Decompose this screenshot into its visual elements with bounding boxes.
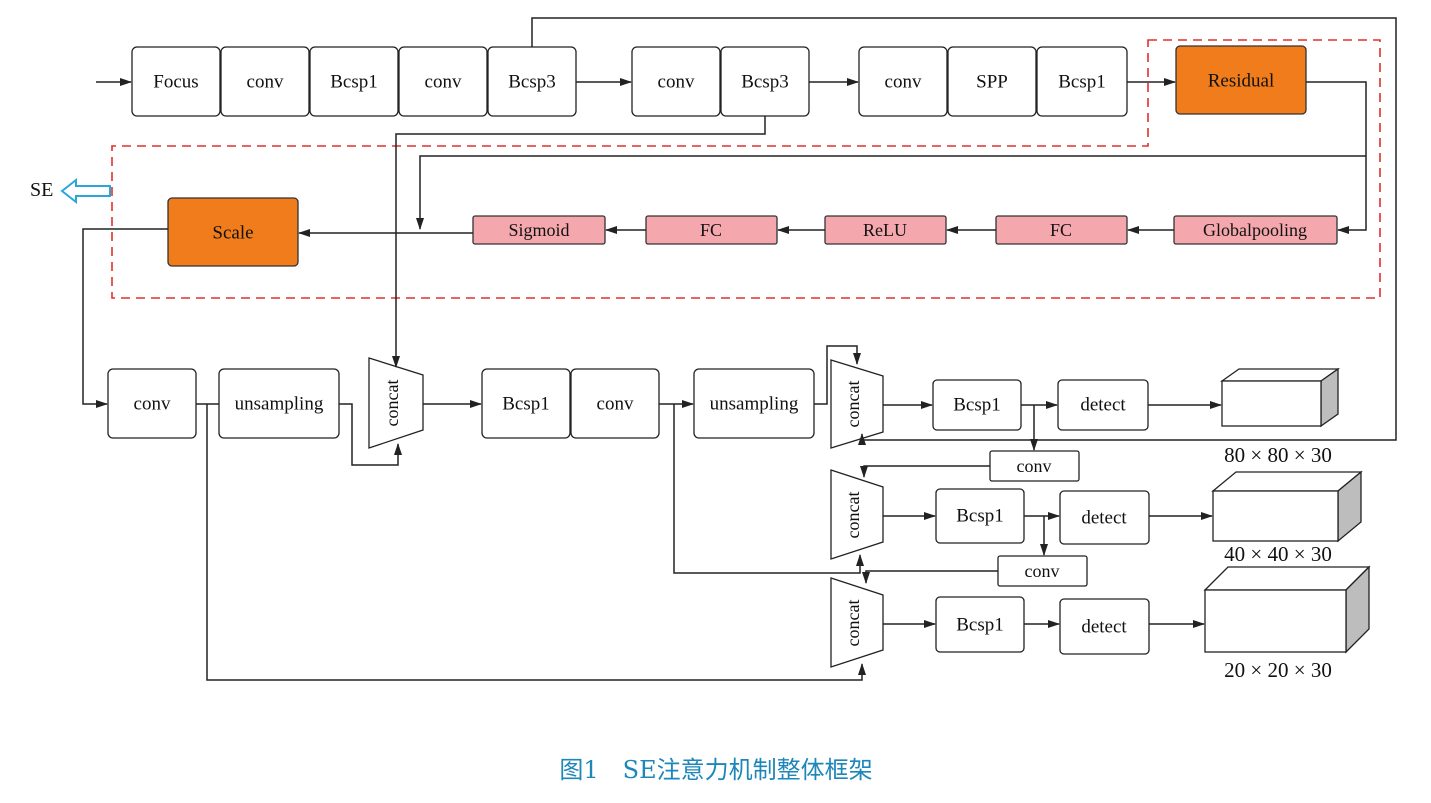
output-dims-h2: 40 × 40 × 30	[1224, 542, 1332, 566]
spp-box	[947, 46, 1037, 117]
conv-label-h2: conv	[1017, 456, 1052, 476]
output-cube-h3	[1204, 589, 1347, 653]
residual-box	[1175, 45, 1307, 115]
concat-label-h1: concat	[843, 381, 863, 428]
arrow-scale-conv	[82, 228, 168, 408]
head-1: concat Bcsp1 detect 80 × 80 × 30	[830, 359, 1341, 467]
bcsp1-box-c	[481, 368, 571, 439]
conv-label-b: conv	[597, 394, 634, 415]
conv-label-2: conv	[425, 72, 462, 93]
connectors	[82, 17, 1397, 681]
output-cube-h1	[1221, 380, 1322, 427]
globalpooling-label: Globalpooling	[1203, 220, 1307, 240]
se-label: SE	[30, 179, 53, 201]
conv-box-1	[220, 46, 310, 117]
arrow-bcsp3a-head1	[531, 17, 1397, 445]
concat-trapezoid-h2	[830, 469, 884, 560]
cube-top-h2	[1211, 471, 1363, 492]
fc-label-1: FC	[1050, 220, 1072, 240]
arrow-conv-head3	[862, 570, 998, 584]
conv-label-4: conv	[885, 72, 922, 93]
cube-top-h3	[1203, 566, 1371, 591]
bcsp1-label-h2: Bcsp1	[956, 506, 1004, 527]
detect-label-h1: detect	[1080, 395, 1126, 416]
bcsp3-label-b: Bcsp3	[741, 72, 789, 93]
conv-label-a: conv	[134, 394, 171, 415]
scale-label: Scale	[212, 223, 253, 244]
detect-label-h2: detect	[1081, 508, 1127, 529]
se-block: Residual Globalpooling FC ReLU FC Sigmoi…	[30, 45, 1338, 267]
arrow-bcsp3b-concat	[392, 116, 766, 368]
se-arrow-icon	[60, 177, 111, 205]
head-2: conv concat Bcsp1 detect 40 × 40 × 30	[830, 450, 1363, 566]
focus-box	[131, 46, 221, 117]
conv-label-h3: conv	[1025, 561, 1060, 581]
bcsp1-label-a: Bcsp1	[330, 72, 378, 93]
conv-label-3: conv	[658, 72, 695, 93]
output-cube-h2	[1212, 490, 1339, 542]
backbone-row: Focus conv Bcsp1 conv Bcsp3 conv Bcsp3 c…	[131, 46, 1128, 117]
arrow-unsampling-concat	[339, 403, 402, 466]
bcsp1-label-b: Bcsp1	[1058, 72, 1106, 93]
output-dims-h3: 20 × 20 × 30	[1224, 658, 1332, 682]
sigmoid-label: Sigmoid	[508, 220, 569, 240]
detect-box-h2	[1059, 490, 1150, 545]
bcsp1-label-c: Bcsp1	[502, 394, 550, 415]
conv-box-2	[398, 46, 488, 117]
bcsp1-label-h3: Bcsp1	[956, 615, 1004, 636]
detect-label-h3: detect	[1081, 617, 1127, 638]
bcsp1-label-h1: Bcsp1	[953, 395, 1001, 416]
detect-box-h3	[1059, 598, 1150, 655]
arrow-conva-head3	[206, 404, 866, 681]
concat-trapezoid-h3	[830, 577, 884, 668]
relu-label: ReLU	[863, 220, 907, 240]
bcsp3-label-a: Bcsp3	[508, 72, 556, 93]
conv-label-1: conv	[247, 72, 284, 93]
arrow-conv-head2	[860, 465, 990, 478]
arrow-residual-skip	[416, 155, 1366, 230]
figure-caption: 图1 SE注意力机制整体框架	[559, 756, 872, 784]
se-dashed-region	[111, 39, 1381, 299]
head-3: conv concat Bcsp1 detect 20 × 20 × 30	[830, 555, 1371, 682]
concat-trapezoid-a	[368, 357, 424, 449]
spp-label: SPP	[976, 72, 1008, 93]
concat-label-h3: concat	[843, 600, 863, 647]
neck-row: conv unsampling concat Bcsp1 conv unsamp…	[107, 357, 815, 449]
concat-label-a: concat	[382, 380, 402, 427]
unsampling-label-a: unsampling	[235, 394, 324, 415]
cube-top-h1	[1219, 368, 1341, 382]
focus-label: Focus	[153, 72, 198, 93]
fc-label-2: FC	[700, 220, 722, 240]
residual-label: Residual	[1208, 71, 1275, 92]
bcsp1-box-a	[309, 46, 399, 117]
unsampling-label-b: unsampling	[710, 394, 799, 415]
arrow-unsampling-head1	[814, 345, 861, 405]
arrow-convb-head2	[673, 404, 864, 574]
concat-trapezoid-h1	[830, 359, 884, 449]
output-dims-h1: 80 × 80 × 30	[1224, 443, 1332, 467]
conv-box-4	[858, 46, 948, 117]
conv-box-3	[631, 46, 721, 117]
concat-label-h2: concat	[843, 492, 863, 539]
